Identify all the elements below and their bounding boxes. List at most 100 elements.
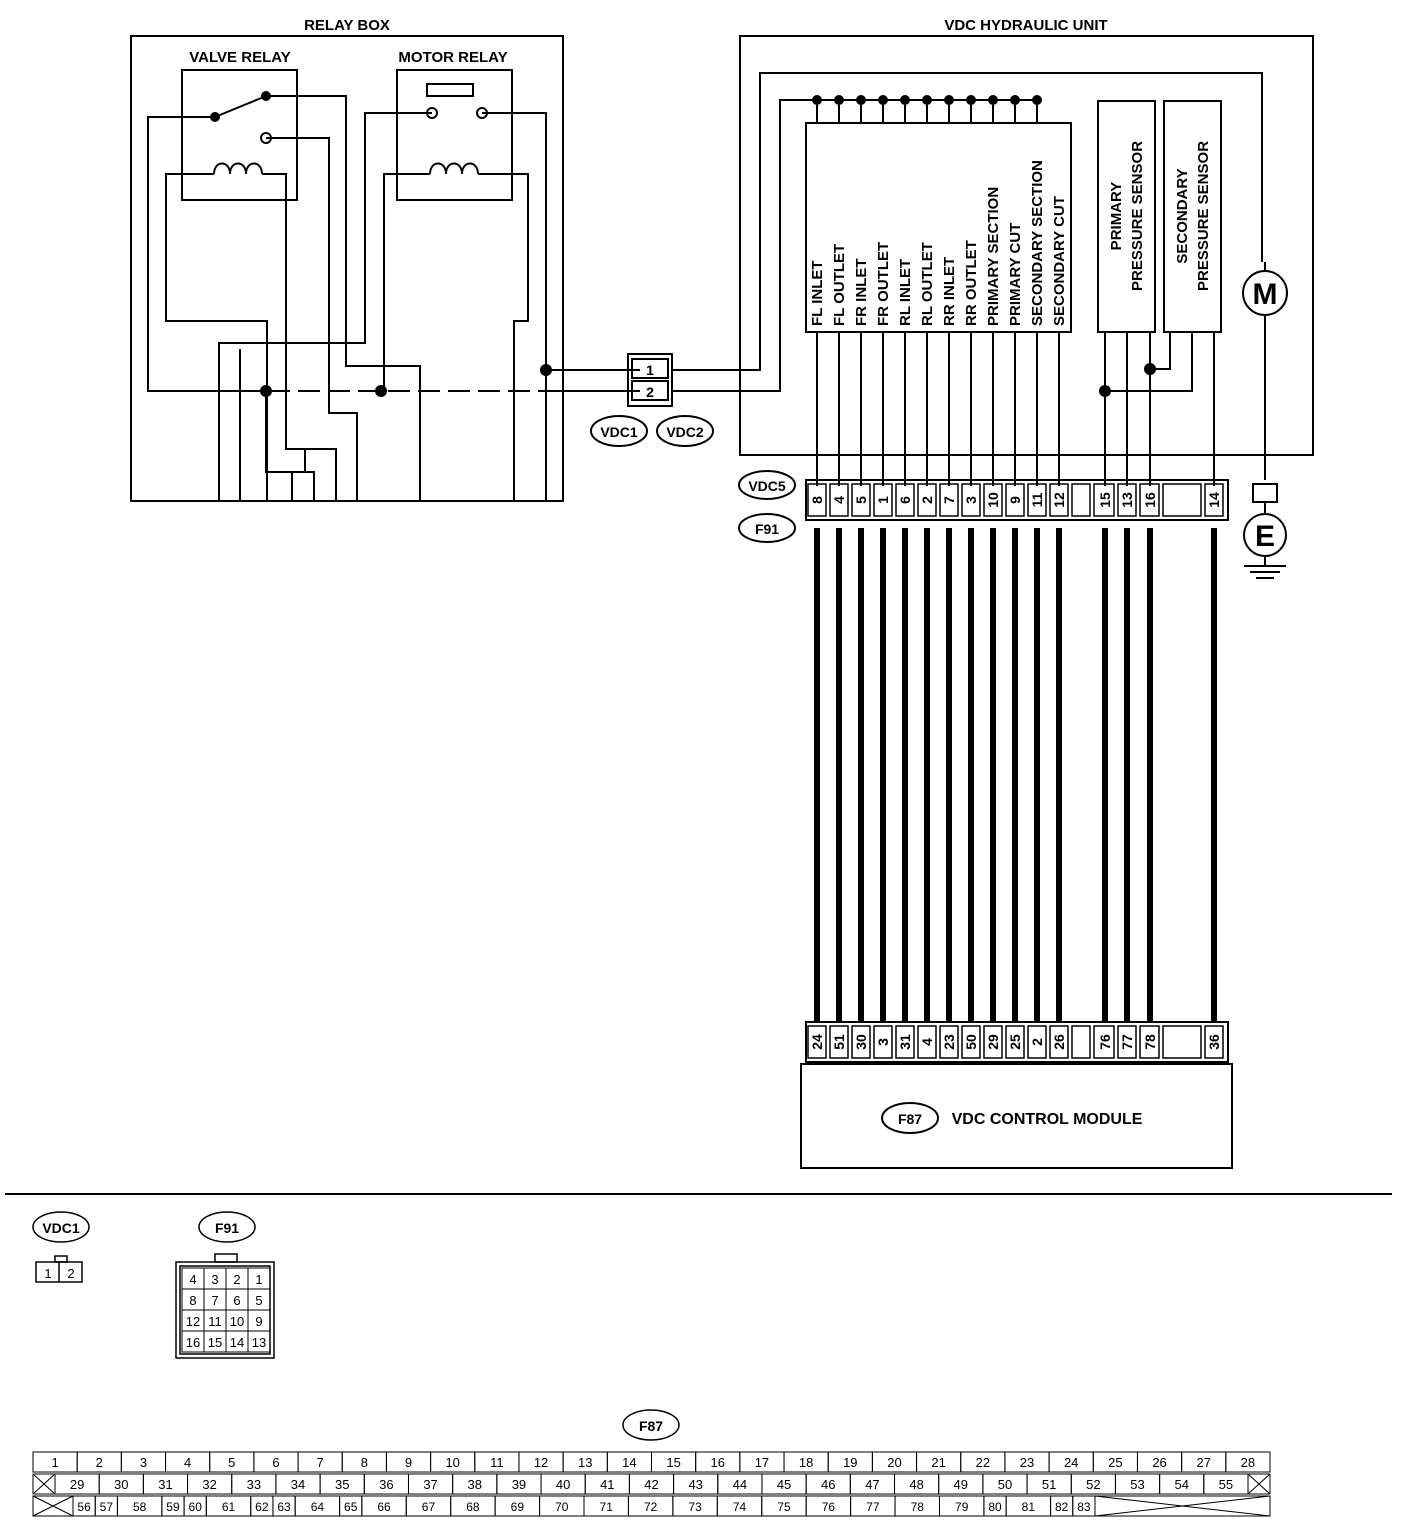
f87-pin-cell: [1005, 1025, 1025, 1059]
vdc5-pin-label: 16: [1142, 492, 1158, 508]
f87-pin-label: 51: [831, 1034, 847, 1050]
f87-view-pin-label: 71: [600, 1500, 614, 1514]
vdc5-pin-label: 4: [831, 496, 847, 504]
f91-view-pin-label: 11: [208, 1314, 222, 1329]
motor-icon: M: [1253, 278, 1278, 311]
f87-view-pin-label: 69: [511, 1500, 525, 1514]
f91-view-pin-label: 3: [211, 1272, 218, 1287]
f87-pin-cell: [807, 1025, 827, 1059]
secondary-sensor-line-1: SECONDARY: [1174, 168, 1191, 263]
f87-view-pin-label: 17: [755, 1455, 769, 1470]
f87-view-pin-label: 70: [555, 1500, 569, 1514]
f91-view-pin-cell: [247, 1330, 271, 1353]
f87-view-pin-label: 79: [955, 1500, 969, 1514]
f87-pin-label: 76: [1097, 1034, 1113, 1050]
f87-connector: [805, 1021, 1229, 1063]
f91-view-pin-label: 6: [233, 1293, 240, 1308]
f87-view-pin-label: 46: [821, 1477, 835, 1492]
f87-view-pin-label: 13: [578, 1455, 592, 1470]
f87-view-pin-label: 34: [291, 1477, 305, 1492]
f87-pin-cell: [1071, 1025, 1091, 1059]
f87-pin-label: 29: [985, 1034, 1001, 1050]
f87-view-blank-mark: [1247, 1473, 1271, 1495]
f87-view-pin-label: 40: [556, 1477, 570, 1492]
vdc1-vdc2-pin-1: 1: [646, 362, 654, 378]
f87-view-pin-label: 64: [311, 1500, 325, 1514]
vdc5-pin-cell: [1162, 483, 1202, 517]
ground-icon: [1243, 483, 1287, 579]
f91-view-pin-label: 2: [233, 1272, 240, 1287]
f91-view-pin-label: 9: [255, 1314, 262, 1329]
vdc5-pin-cell: [1204, 483, 1224, 517]
f87-view-pin-label: 37: [423, 1477, 437, 1492]
f87-view-pin-label: 22: [976, 1455, 990, 1470]
vdc5-pin-label: 2: [919, 496, 935, 504]
f87-view-pin-label: 3: [140, 1455, 147, 1470]
primary-sensor-line-1: PRIMARY: [1108, 182, 1125, 251]
vdc5-pin-cell: [1005, 483, 1025, 517]
f87-view-pin-label: 45: [777, 1477, 791, 1492]
f87-pin-label: 30: [853, 1034, 869, 1050]
f87-view-pin-label: 47: [865, 1477, 879, 1492]
hydraulic-junction-dots: [1099, 363, 1156, 397]
f87-pin-cell: [983, 1025, 1003, 1059]
f87-pin-cell: [895, 1025, 915, 1059]
vdc5-pin-cell: [851, 483, 871, 517]
vdc2-label: VDC2: [666, 424, 704, 440]
f87-view-pin-label: 61: [222, 1500, 236, 1514]
f91-connector-view: [175, 1211, 275, 1359]
f87-view-pin-label: 8: [361, 1455, 368, 1470]
f87-view-pin-label: 16: [711, 1455, 725, 1470]
motor-relay-label: MOTOR RELAY: [398, 49, 507, 66]
f87-view-pin-label: 42: [644, 1477, 658, 1492]
f87-pin-label: 77: [1119, 1034, 1135, 1050]
vdc1-label: VDC1: [600, 424, 638, 440]
f87-pin-label: 25: [1007, 1034, 1023, 1050]
f87-view-pin-cell: [1203, 1473, 1249, 1495]
f87-view-pin-label: 44: [733, 1477, 747, 1492]
f87-view-pin-label: 38: [468, 1477, 482, 1492]
f87-view-pin-label: 15: [666, 1455, 680, 1470]
vdc1-vdc2-pin-2: 2: [646, 384, 654, 400]
f87-view-pin-label: 78: [911, 1500, 925, 1514]
f91-view-pin-label: 7: [211, 1293, 218, 1308]
f87-view-pin-label: 55: [1219, 1477, 1233, 1492]
f91-view-pin-label: 13: [252, 1335, 266, 1350]
f87-view-pin-label: 50: [998, 1477, 1012, 1492]
f91-view-pin-label: 10: [230, 1314, 244, 1329]
vdc5-pin-label: 15: [1097, 492, 1113, 508]
f87-pin-cell: [1204, 1025, 1224, 1059]
valve-label: PRIMARY CUT: [1007, 223, 1024, 326]
f87-pin-cell: [939, 1025, 959, 1059]
f87-view-pin-label: 65: [344, 1500, 358, 1514]
f87-view-pin-label: 33: [247, 1477, 261, 1492]
vdc5-pin-cell: [807, 483, 827, 517]
f91-view-pin-label: 1: [255, 1272, 262, 1287]
f87-pin-cell: [1117, 1025, 1137, 1059]
valve-label: RL OUTLET: [919, 242, 936, 326]
f87-view-pin-label: 18: [799, 1455, 813, 1470]
vdc5-pin-label: 6: [897, 496, 913, 504]
valve-relay-label: VALVE RELAY: [189, 49, 290, 66]
f87-view-pin-label: 75: [777, 1500, 791, 1514]
f87-view-pin-label: 60: [189, 1500, 203, 1514]
f87-view-pin-label: 72: [644, 1500, 658, 1514]
f87-pin-label: 50: [963, 1034, 979, 1050]
f91-view-pin-label: 16: [186, 1335, 200, 1350]
vdc5-pin-cell: [1049, 483, 1069, 517]
f87-view-pin-label: 52: [1086, 1477, 1100, 1492]
f87-view-pin-label: 36: [379, 1477, 393, 1492]
f91-view-pin-label: 15: [208, 1335, 222, 1350]
vdc5-pin-cell: [1093, 483, 1115, 517]
f87-view-pin-label: 1: [51, 1455, 58, 1470]
f87-view-pin-label: 14: [622, 1455, 636, 1470]
vdc5-f91-connector: [738, 470, 1229, 543]
valve-label: FR OUTLET: [875, 242, 892, 326]
ground-symbol-label: E: [1255, 520, 1275, 553]
control-module-label: VDC CONTROL MODULE: [952, 1111, 1143, 1128]
valve-label: FR INLET: [853, 259, 870, 327]
f87-view-pin-cell: [1072, 1495, 1096, 1517]
f87-pin-label: 36: [1206, 1034, 1222, 1050]
f87-view-pin-label: 81: [1022, 1500, 1036, 1514]
